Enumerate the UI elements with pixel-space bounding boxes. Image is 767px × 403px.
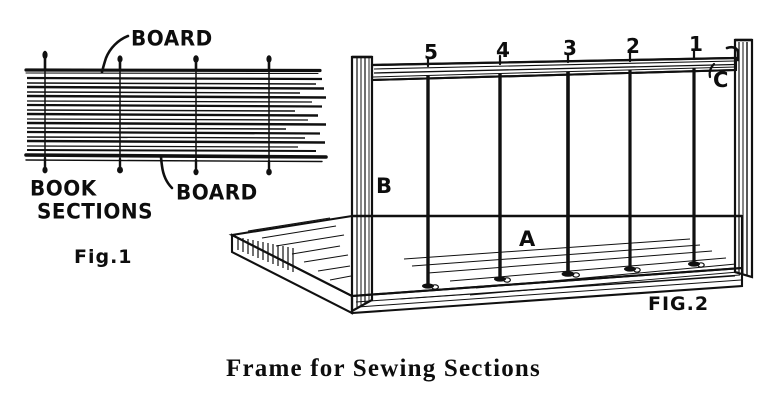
fig2-thread-number-2: 2 bbox=[626, 34, 640, 58]
fig1-bottom-board-edge bbox=[25, 159, 323, 163]
fig1-thread-ticks-top bbox=[42, 50, 272, 71]
fig2-post-left bbox=[350, 55, 374, 313]
fig2-base-grain-front bbox=[355, 271, 742, 308]
fig2-label-crossbar-c: C bbox=[713, 68, 729, 92]
fig2-thread-number-1: 1 bbox=[689, 32, 703, 56]
fig2-label-base-a: A bbox=[519, 227, 536, 251]
fig2-group bbox=[228, 38, 754, 315]
figure-caption: Frame for Sewing Sections bbox=[226, 355, 541, 382]
fig2-base-endgrain bbox=[237, 237, 294, 272]
fig2-label-post-b: B bbox=[376, 174, 393, 198]
fig2-thread-number-5: 5 bbox=[424, 40, 438, 64]
fig1-top-board-edge bbox=[25, 72, 319, 75]
fig2-crossbar bbox=[370, 45, 740, 82]
fig1-book-sections bbox=[26, 76, 326, 152]
fig2-title: FIG.2 bbox=[648, 293, 710, 315]
fig2-c-pointer bbox=[708, 62, 716, 79]
fig1-label-board-bottom: BOARD bbox=[176, 179, 258, 205]
fig1-board-top-pointer bbox=[100, 34, 130, 74]
fig2-base-grain-left bbox=[247, 217, 352, 281]
fig1-label-book: BOOK bbox=[30, 175, 97, 201]
fig2-thread-number-3: 3 bbox=[563, 36, 577, 60]
fig1-board-bottom-pointer bbox=[159, 154, 174, 190]
fig2-base-board bbox=[228, 214, 744, 315]
fig1-threads bbox=[44, 70, 270, 160]
fig2-thread-tails bbox=[426, 49, 696, 68]
fig1-top-board bbox=[24, 68, 322, 73]
fig2-thread-number-4: 4 bbox=[496, 38, 510, 62]
fig2-post-right bbox=[733, 38, 754, 279]
fig1-group bbox=[24, 34, 328, 190]
fig1-bottom-board bbox=[24, 153, 328, 159]
fig1-title: Fig.1 bbox=[74, 246, 133, 268]
fig1-thread-ticks-bottom bbox=[42, 156, 272, 176]
fig1-label-board-top: BOARD bbox=[131, 25, 213, 51]
fig1-label-sections: SECTIONS bbox=[37, 198, 153, 224]
fig2-threads bbox=[422, 68, 705, 290]
